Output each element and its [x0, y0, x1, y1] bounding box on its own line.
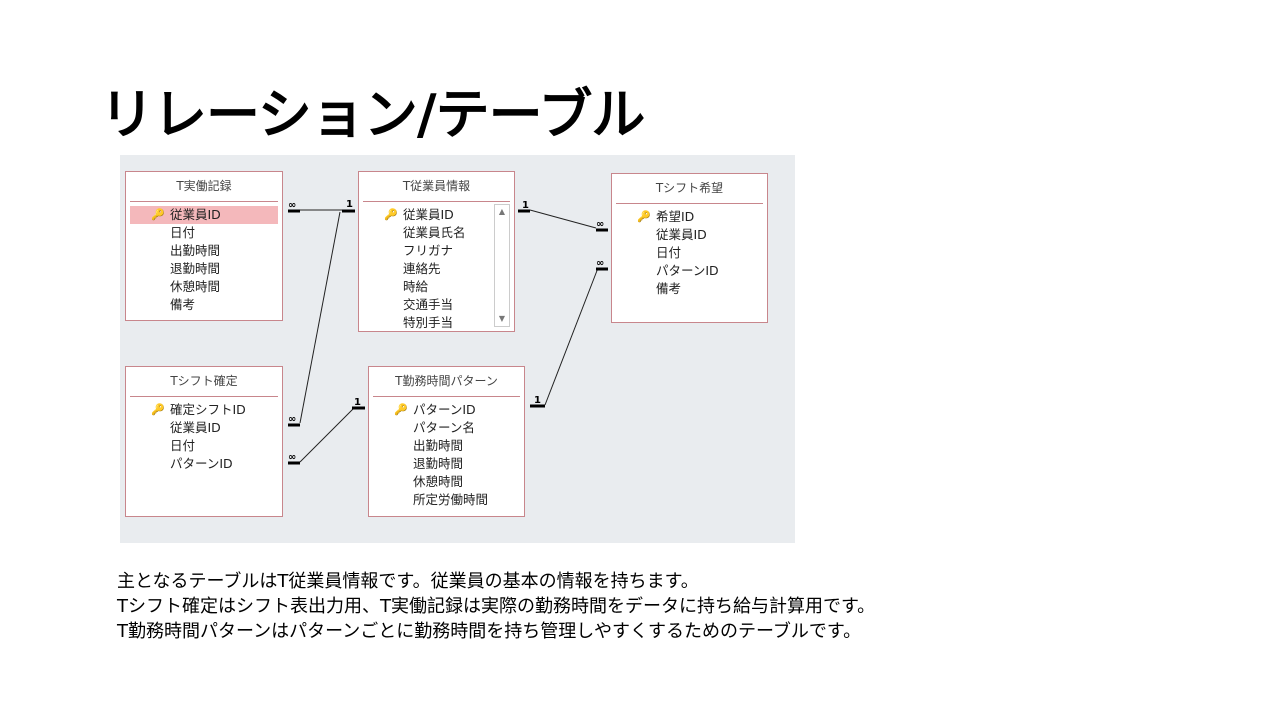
field-row[interactable]: 出勤時間 [170, 243, 221, 258]
slide-title: リレーション/テーブル [100, 83, 645, 146]
field-row[interactable]: 🔑確定シフトID [151, 402, 246, 417]
field-row[interactable]: 出勤時間 [413, 438, 464, 453]
field-row[interactable]: 休憩時間 [413, 474, 464, 489]
field-row[interactable]: 交通手当 [403, 297, 454, 312]
field-row[interactable]: 🔑希望ID [637, 209, 695, 224]
field-row[interactable]: 退勤時間 [413, 456, 464, 471]
one-label: 1 [522, 200, 529, 211]
field-row[interactable]: 🔑従業員ID [130, 206, 278, 224]
field-row[interactable]: 備考 [656, 281, 682, 296]
relationship-lines: ∞ 1 ∞ ∞ 1 1 ∞ 1 ∞ [288, 199, 608, 465]
field-row[interactable]: 従業員ID [656, 227, 707, 242]
table-title: Tシフト確定 [130, 367, 278, 397]
table-title: T実働記録 [130, 172, 278, 202]
many-label: ∞ [288, 452, 296, 463]
key-icon: 🔑 [384, 208, 398, 221]
description-line: 主となるテーブルはT従業員情報です。従業員の基本の情報を持ちます。 [117, 571, 699, 592]
field-row[interactable]: 従業員ID [170, 420, 221, 435]
description-line: Tシフト確定はシフト表出力用、T実働記録は実際の勤務時間をデータに持ち給与計算用… [117, 596, 876, 617]
field-row[interactable]: 日付 [656, 245, 682, 260]
key-icon: 🔑 [637, 210, 651, 223]
field-row[interactable]: 🔑パターンID [394, 402, 476, 417]
table-jugyoin-joho[interactable]: T従業員情報 🔑従業員ID 従業員氏名 フリガナ 連絡先 時給 交通手当 特別手… [358, 171, 515, 332]
one-label: 1 [354, 397, 361, 408]
table-kinmu-jikan-pattern[interactable]: T勤務時間パターン 🔑パターンID パターン名 出勤時間 退勤時間 休憩時間 所… [368, 366, 525, 517]
field-row[interactable]: 特別手当 [403, 315, 454, 330]
many-label: ∞ [288, 200, 296, 211]
scroll-up-icon[interactable]: ▲ [498, 207, 506, 216]
field-row[interactable]: 所定労働時間 [413, 492, 489, 507]
table-shift-kibo[interactable]: Tシフト希望 🔑希望ID 従業員ID 日付 パターンID 備考 [611, 173, 768, 323]
many-label: ∞ [288, 414, 296, 425]
key-icon: 🔑 [151, 403, 165, 416]
description-line: T勤務時間パターンはパターンごとに勤務時間を持ち管理しやすくするためのテーブルで… [117, 621, 862, 642]
field-row[interactable]: 日付 [170, 225, 196, 240]
field-row[interactable]: 🔑従業員ID [384, 207, 454, 222]
field-row[interactable]: パターン名 [413, 420, 475, 435]
relation-line [529, 209, 597, 229]
description: 主となるテーブルはT従業員情報です。従業員の基本の情報を持ちます。 Tシフト確定… [117, 569, 875, 644]
field-row[interactable]: パターンID [170, 456, 233, 471]
scrollbar[interactable]: ▲ ▼ [494, 204, 510, 327]
table-title: T勤務時間パターン [373, 367, 520, 397]
one-label: 1 [534, 395, 541, 406]
scroll-down-icon[interactable]: ▼ [498, 314, 506, 323]
relation-line [299, 406, 356, 463]
table-title: T従業員情報 [363, 172, 510, 202]
many-label: ∞ [596, 258, 604, 269]
key-icon: 🔑 [151, 208, 165, 221]
relationship-diagram: ∞ 1 ∞ ∞ 1 1 ∞ 1 ∞ T実働記録 🔑従業員ID 日付 出勤時間 退… [120, 155, 795, 543]
table-title: Tシフト希望 [616, 174, 763, 204]
field-row[interactable]: 時給 [403, 279, 429, 294]
field-row[interactable]: 日付 [170, 438, 196, 453]
relation-line [544, 267, 599, 406]
many-label: ∞ [596, 219, 604, 230]
field-row[interactable]: フリガナ [403, 243, 454, 258]
field-row[interactable]: 退勤時間 [170, 261, 221, 276]
field-row[interactable]: 備考 [170, 297, 196, 312]
field-row[interactable]: 従業員氏名 [403, 225, 466, 240]
key-icon: 🔑 [394, 403, 408, 416]
table-jitsudo-kiroku[interactable]: T実働記録 🔑従業員ID 日付 出勤時間 退勤時間 休憩時間 備考 [125, 171, 283, 321]
field-row[interactable]: 連絡先 [403, 261, 441, 276]
field-row[interactable]: パターンID [656, 263, 719, 278]
relation-line [299, 211, 341, 424]
one-label: 1 [346, 199, 353, 210]
table-shift-kakutei[interactable]: Tシフト確定 🔑確定シフトID 従業員ID 日付 パターンID [125, 366, 283, 517]
field-row[interactable]: 休憩時間 [170, 279, 221, 294]
